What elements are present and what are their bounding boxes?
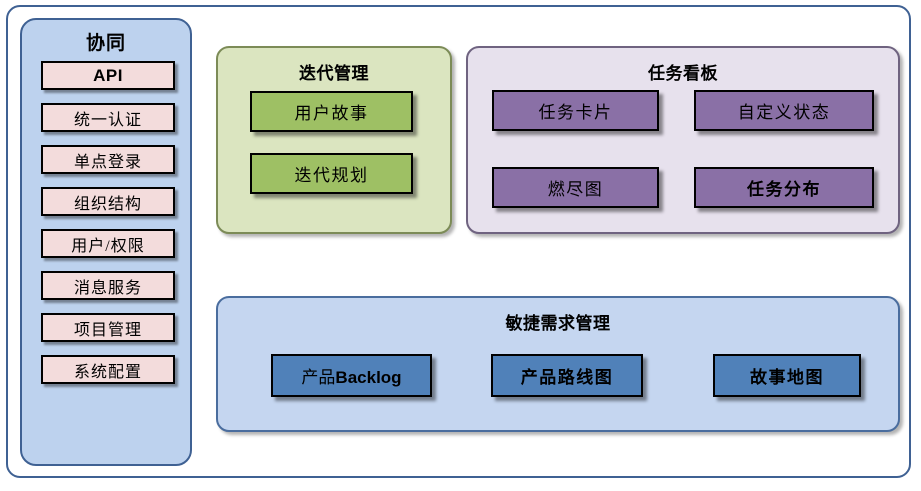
sidebar-item-single-sign-on[interactable]: 单点登录 <box>41 145 175 174</box>
panel-iteration-title: 迭代管理 <box>299 64 369 83</box>
box-iteration-planning[interactable]: 迭代规划 <box>250 153 413 194</box>
sidebar-item-user-permission[interactable]: 用户/权限 <box>41 229 175 258</box>
box-task-distribution[interactable]: 任务分布 <box>694 167 874 208</box>
box-product-backlog-en: Backlog <box>335 368 402 387</box>
box-story-map[interactable]: 故事地图 <box>713 354 861 397</box>
panel-iteration-management: 迭代管理 用户故事 迭代规划 <box>216 46 452 234</box>
sidebar-item-message-service[interactable]: 消息服务 <box>41 271 175 300</box>
sidebar-item-system-config[interactable]: 系统配置 <box>41 355 175 384</box>
sidebar-item-unified-auth[interactable]: 统一认证 <box>41 103 175 132</box>
sidebar-title: 协同 <box>85 33 126 54</box>
sidebar-item-org-structure[interactable]: 组织结构 <box>41 187 175 216</box>
sidebar-item-project-management[interactable]: 项目管理 <box>41 313 175 342</box>
collaboration-sidebar: 协同 API 统一认证 单点登录 组织结构 用户/权限 消息服务 项目管理 系统… <box>20 18 192 466</box>
box-burndown-chart[interactable]: 燃尽图 <box>492 167 659 208</box>
panel-task-kanban: 任务看板 任务卡片 自定义状态 燃尽图 任务分布 <box>466 46 900 234</box>
panel-kanban-title: 任务看板 <box>648 64 718 83</box>
sidebar-item-api[interactable]: API <box>41 61 175 90</box>
sidebar-item-list: API 统一认证 单点登录 组织结构 用户/权限 消息服务 项目管理 系统配置 <box>41 61 175 397</box>
box-user-story[interactable]: 用户故事 <box>250 91 413 132</box>
panel-agile-title: 敏捷需求管理 <box>505 314 611 333</box>
box-product-roadmap[interactable]: 产品路线图 <box>491 354 643 397</box>
box-custom-status[interactable]: 自定义状态 <box>694 90 874 131</box>
box-task-card[interactable]: 任务卡片 <box>492 90 659 131</box>
box-product-backlog-cn: 产品 <box>301 368 336 387</box>
